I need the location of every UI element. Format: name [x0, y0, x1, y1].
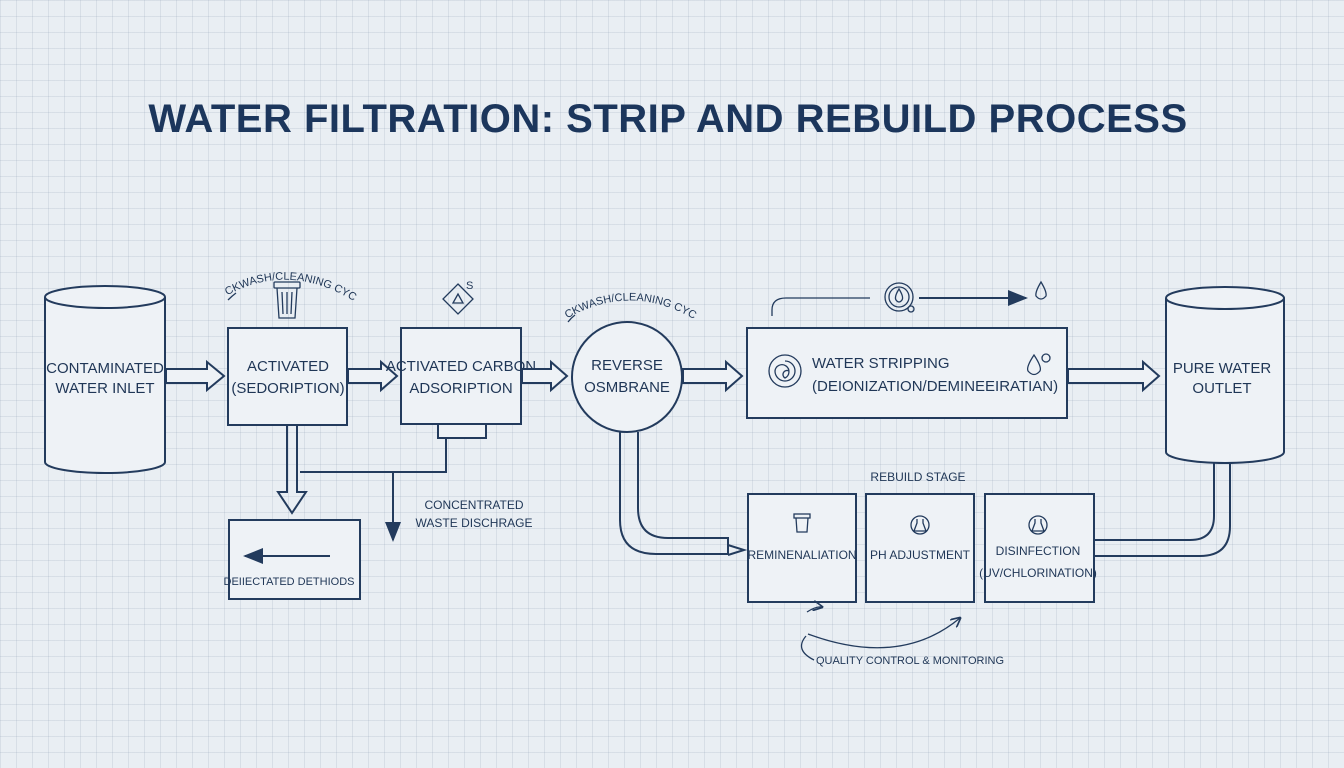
pure-water-outlet-tank: PURE WATER OUTLET — [1165, 286, 1285, 464]
recycle-diamond-icon: S — [442, 280, 474, 315]
disinfection-label-line1: DISINFECTION — [996, 544, 1081, 558]
drops-icon — [1026, 353, 1051, 376]
outlet-label-line1: PURE WATER — [1173, 360, 1272, 377]
trash-can-icon — [793, 513, 811, 533]
pipe-ro-to-rebuild — [619, 432, 748, 556]
rebuild-stage-label: REBUILD STAGE — [870, 470, 965, 484]
flask-icon — [1028, 515, 1048, 535]
remineral-label: REMINENALIATION — [747, 548, 856, 562]
page-title: WATER FILTRATION: STRIP AND REBUILD PROC… — [148, 97, 1187, 141]
arrow-carbon-to-ro — [521, 359, 569, 393]
carbon-stage-box: S ACTIVATED CARBON ADSORIPTION — [386, 280, 536, 439]
arrow-ro-to-stripping — [682, 359, 744, 393]
dedicated-methods-label: DEIIECTATED DETHIODS — [224, 576, 355, 588]
carbon-label-line1: ACTIVATED CARBON — [386, 358, 536, 375]
water-drop-circle-icon — [884, 282, 915, 313]
activated-label-line1: ACTIVATED — [247, 358, 329, 375]
swirl-icon — [768, 354, 802, 388]
concentrated-waste-label-2: WASTE DISCHRAGE — [416, 516, 533, 530]
stripping-label-line1: WATER STRIPPING — [812, 355, 950, 372]
arrow-activated-to-carbon — [347, 359, 399, 393]
concentrated-waste-label-1: CONCENTRATED — [424, 498, 523, 512]
dedicated-methods-box: DEIIECTATED DETHIODS — [224, 519, 361, 600]
waste-piping — [276, 426, 447, 542]
backwash-cycle-label-1: BACKWASH/CLEANING CYCLE — [0, 0, 358, 304]
activated-label-line2: (SEDORIPTION) — [231, 380, 344, 397]
ro-label-line2: OSMBRANE — [584, 379, 670, 396]
water-drop-icon — [1035, 280, 1047, 300]
quality-control-label: QUALITY CONTROL & MONITORING — [816, 655, 1004, 667]
pipe-disinfection-to-outlet — [1095, 463, 1215, 541]
contaminated-inlet-tank: CONTAMINATED WATER INLET — [44, 285, 166, 474]
inlet-label-line1: CONTAMINATED — [46, 360, 164, 377]
arrow-stripping-to-outlet — [1067, 359, 1161, 393]
inlet-label-line2: WATER INLET — [55, 380, 154, 397]
carbon-label-line2: ADSORIPTION — [409, 380, 512, 397]
arrow-inlet-to-activated — [165, 359, 226, 393]
outlet-label-line2: OUTLET — [1192, 380, 1251, 397]
stripping-label-line2: (DEIONIZATION/DEMINEEIRATIAN) — [812, 378, 1058, 395]
quality-control-loop: QUALITY CONTROL & MONITORING — [800, 607, 1004, 667]
flask-icon — [910, 515, 930, 535]
ro-label-line1: REVERSE — [591, 357, 663, 374]
small-s-mark: S — [466, 280, 473, 292]
ph-label: PH ADJUSTMENT — [870, 548, 971, 562]
backwash-cycle-label-2: BACKWASH/CLEANING CYCLE — [0, 0, 698, 322]
disinfection-box: DISINFECTION (UV/CHLORINATION) — [979, 493, 1097, 603]
disinfection-label-line2: (UV/CHLORINATION) — [979, 566, 1097, 580]
water-stripping-box: WATER STRIPPING (DEIONIZATION/DEMINEEIRA… — [746, 280, 1068, 419]
remineralization-box: REMINENALIATION — [747, 493, 857, 603]
ph-adjustment-box: PH ADJUSTMENT — [865, 493, 975, 603]
filter-cartridge-icon — [273, 281, 301, 319]
